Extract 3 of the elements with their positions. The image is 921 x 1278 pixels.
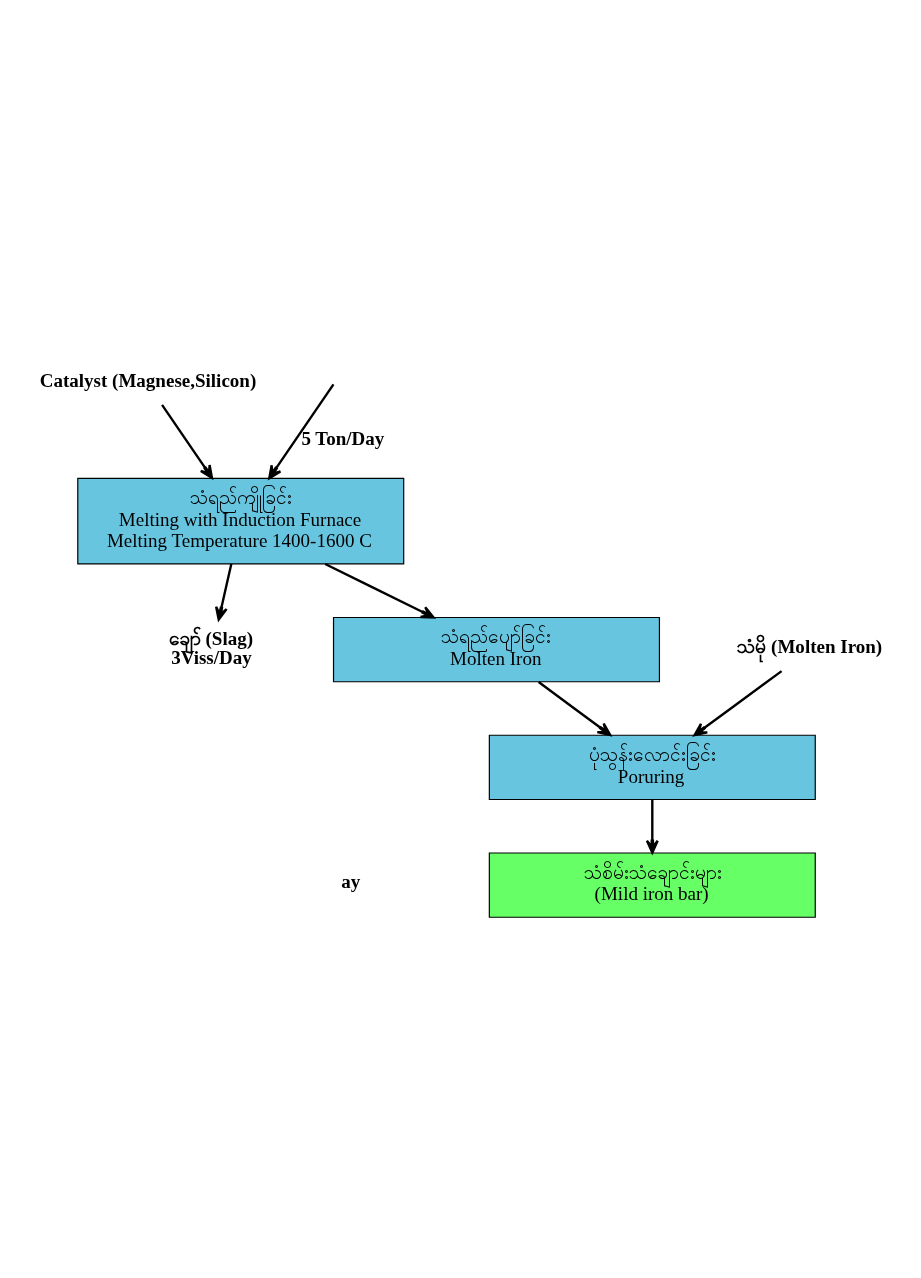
node-text: Catalyst (Magnese,Silicon) (39, 369, 257, 390)
label: ay (341, 870, 361, 892)
edge-label: 5 Ton/Day (301, 427, 385, 449)
